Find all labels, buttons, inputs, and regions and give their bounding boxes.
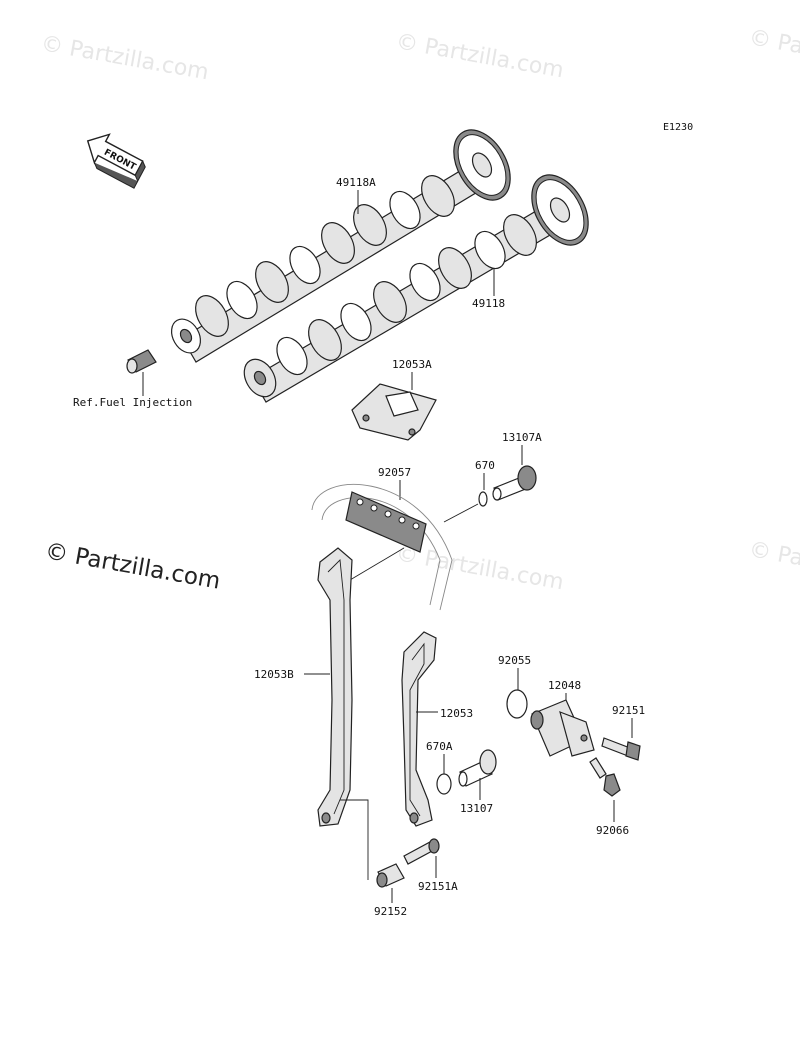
label-12053b: 12053B bbox=[254, 668, 294, 681]
label-92066: 92066 bbox=[596, 824, 629, 837]
pivot-bolt-13107 bbox=[458, 749, 497, 787]
watermark-large: © Partzilla.com bbox=[43, 538, 222, 594]
chain-guide-12053 bbox=[401, 631, 437, 827]
sprocket-upper bbox=[453, 129, 511, 201]
label-670: 670 bbox=[475, 459, 495, 472]
front-arrow-icon: FRONT bbox=[86, 133, 146, 189]
label-92151: 92151 bbox=[612, 704, 645, 717]
watermark: © Partzilla.com bbox=[39, 31, 211, 85]
label-12053: 12053 bbox=[440, 707, 473, 720]
label-92057: 92057 bbox=[378, 466, 411, 479]
label-49118a: 49118A bbox=[336, 176, 376, 189]
label-670a: 670A bbox=[426, 740, 453, 753]
chain-guide-12053b bbox=[317, 547, 353, 827]
ref-fuel-injection-label: Ref.Fuel Injection bbox=[73, 396, 192, 409]
guide-bracket-12053a bbox=[351, 383, 437, 441]
label-92151a: 92151A bbox=[418, 880, 458, 893]
label-13107: 13107 bbox=[460, 802, 493, 815]
o-ring-670 bbox=[478, 491, 488, 507]
label-92152: 92152 bbox=[374, 905, 407, 918]
collar-92152 bbox=[376, 863, 405, 888]
label-12048: 12048 bbox=[548, 679, 581, 692]
bolt-92066 bbox=[589, 757, 621, 797]
label-13107a: 13107A bbox=[502, 431, 542, 444]
watermark: © Partzilla.com bbox=[394, 29, 566, 83]
o-ring-92055 bbox=[506, 689, 528, 719]
o-ring-670a bbox=[436, 773, 452, 795]
fuel-injection-ref-part bbox=[126, 349, 157, 396]
sprocket-lower bbox=[531, 174, 589, 246]
label-49118: 49118 bbox=[472, 297, 505, 310]
bolt-92151 bbox=[601, 737, 641, 761]
diagram-code: E1230 bbox=[663, 122, 693, 133]
timing-chain-92057 bbox=[311, 484, 453, 611]
chain-tensioner-12048 bbox=[530, 699, 595, 757]
pivot-bolt-13107a bbox=[492, 465, 537, 501]
label-12053a: 12053A bbox=[392, 358, 432, 371]
watermark: © Partzilla.com bbox=[747, 537, 800, 591]
bolt-92151a bbox=[403, 838, 440, 865]
camshaft-49118 bbox=[243, 174, 589, 403]
camshaft-49118a bbox=[170, 129, 511, 363]
watermark: © Partzilla.com bbox=[747, 25, 800, 79]
label-92055: 92055 bbox=[498, 654, 531, 667]
